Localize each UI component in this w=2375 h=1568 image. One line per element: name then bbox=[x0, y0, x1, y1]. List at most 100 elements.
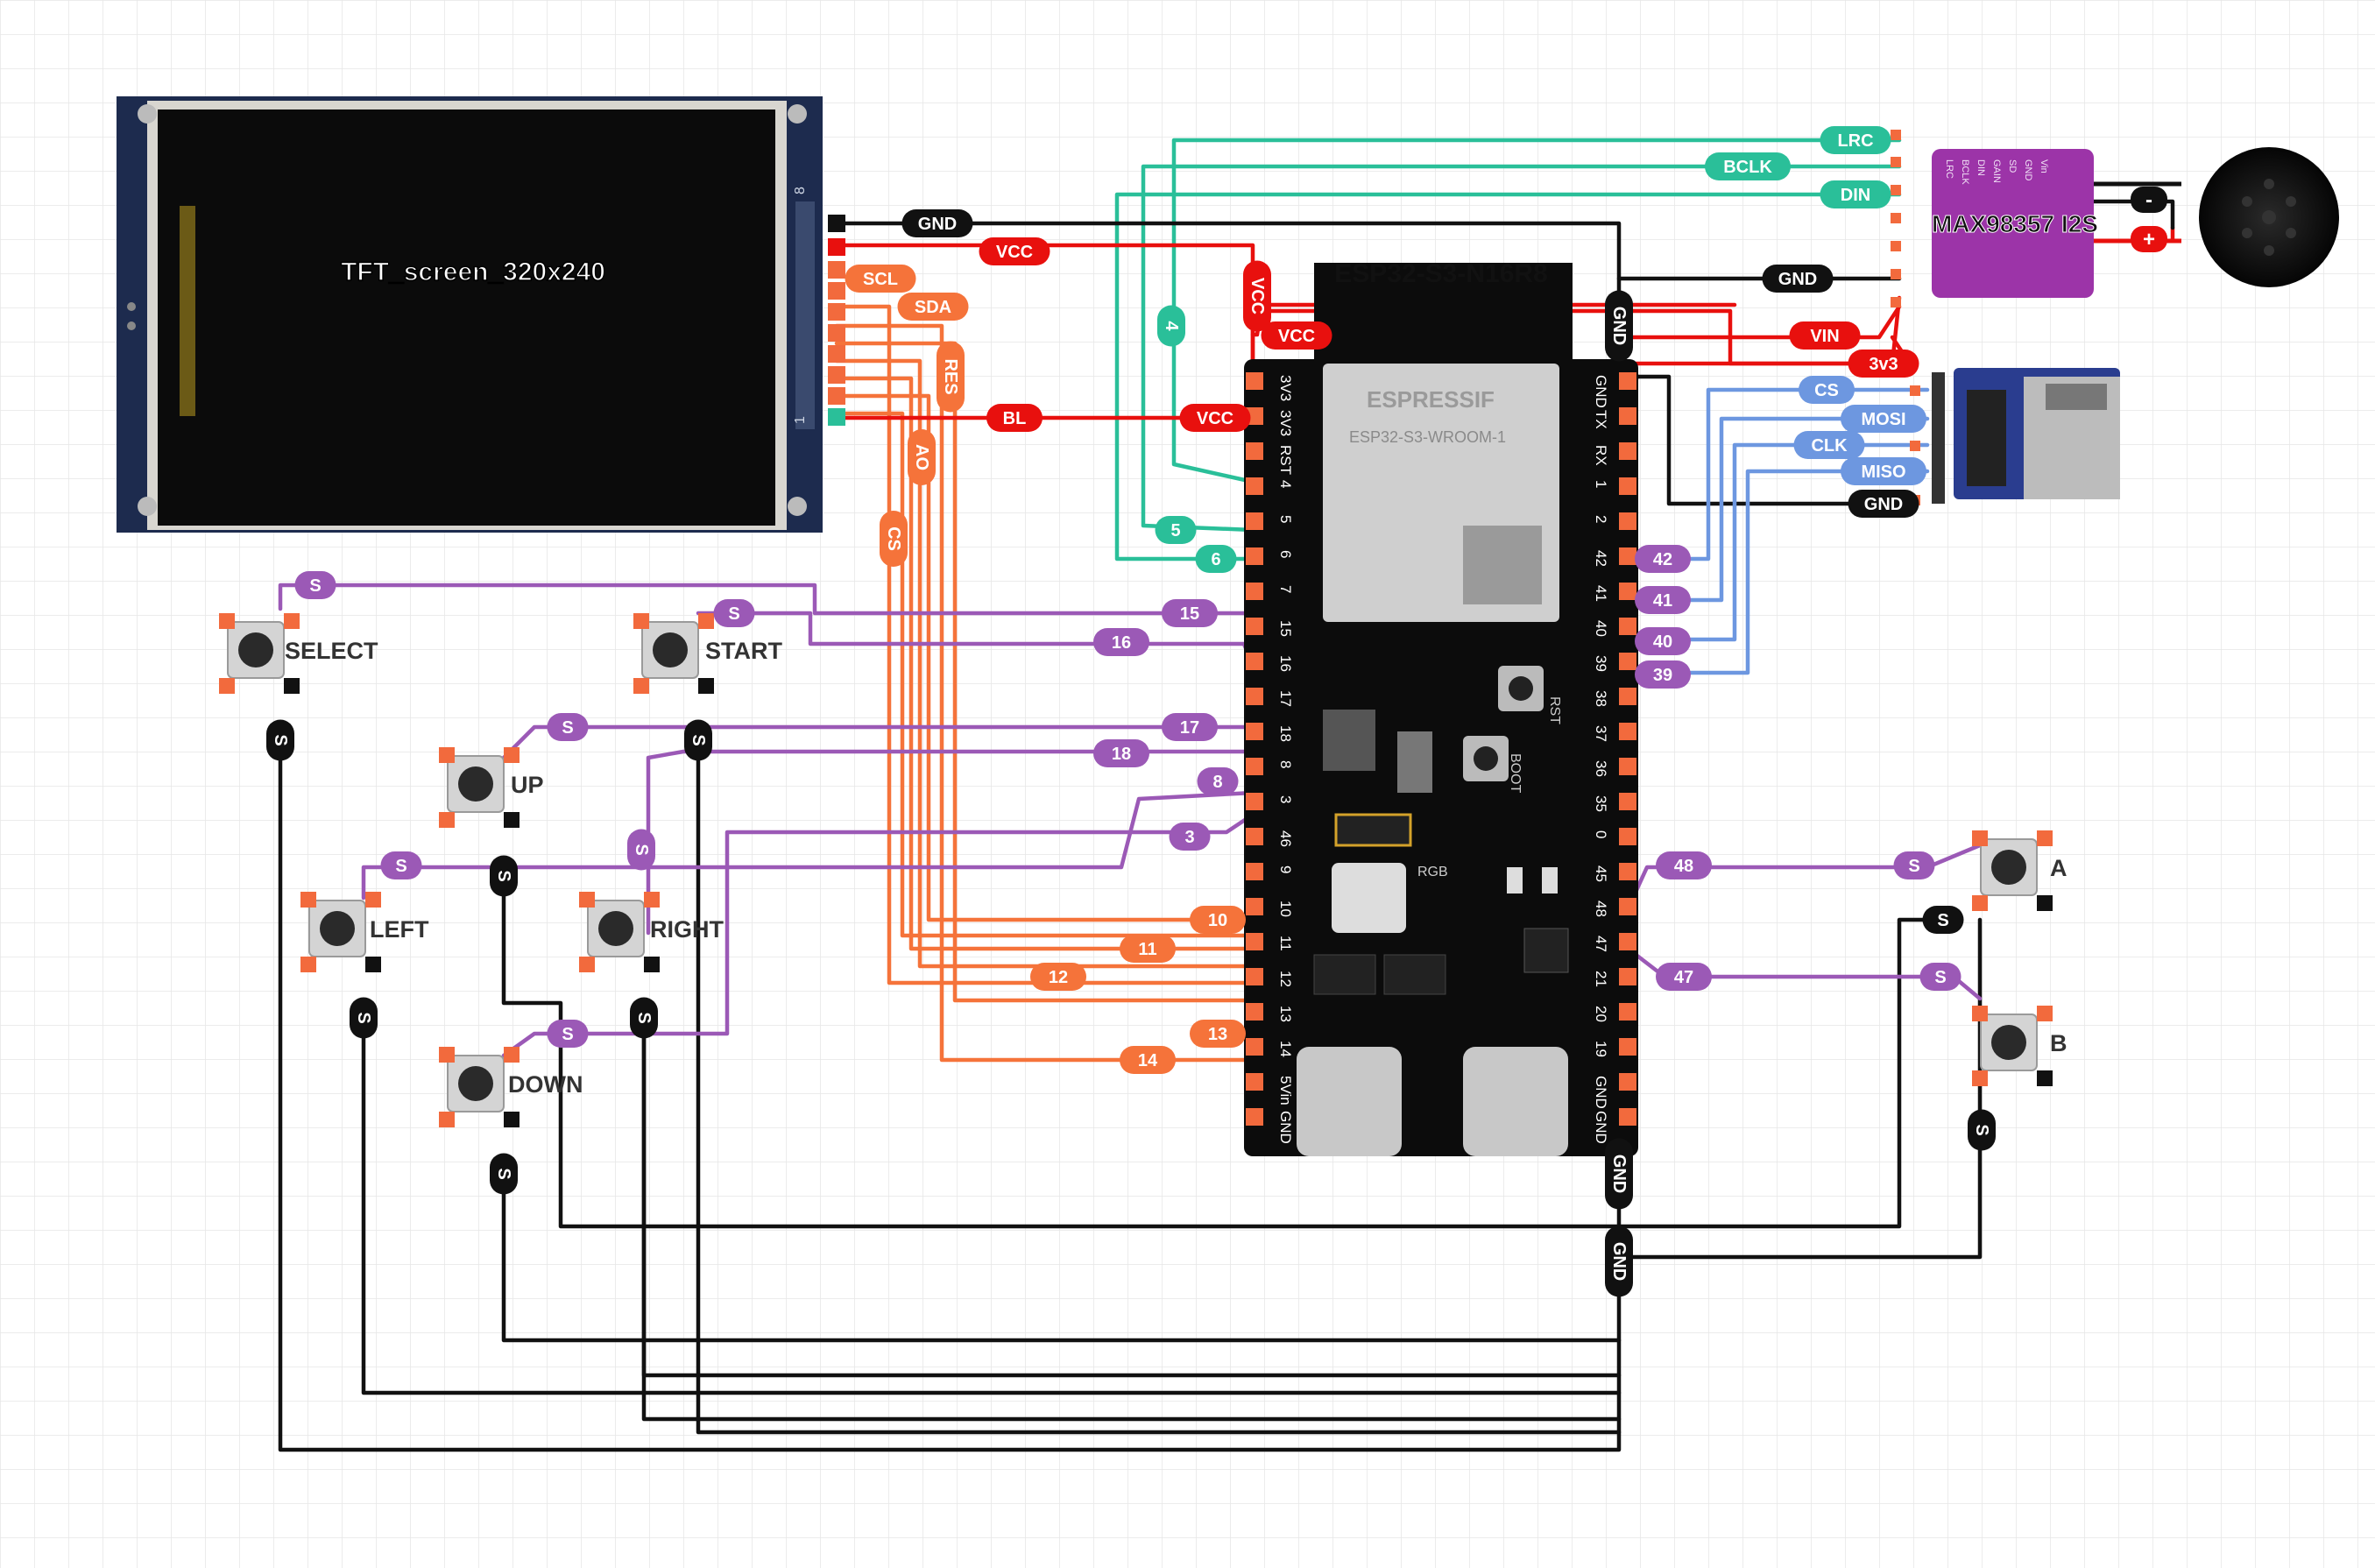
pill-s-down: S bbox=[547, 1020, 589, 1048]
button-b-cap[interactable] bbox=[1991, 1025, 2026, 1060]
esp32-left-pin bbox=[1246, 1073, 1263, 1091]
esp32-right-pin bbox=[1619, 688, 1636, 705]
pill-5: 5 bbox=[1155, 516, 1197, 544]
button-a-cap[interactable] bbox=[1991, 850, 2026, 885]
button-up-cap[interactable] bbox=[458, 766, 493, 802]
tft-screen: 8 1 TFT_screen_320x240 bbox=[117, 96, 823, 533]
esp32-left-pin-label: 46 bbox=[1277, 830, 1294, 847]
pill-s-left-gnd: S bbox=[350, 997, 378, 1039]
pill-47: 47 bbox=[1656, 963, 1712, 991]
button-start-label: START bbox=[705, 638, 782, 664]
pill-bl: BL bbox=[986, 404, 1043, 432]
svg-text:3v3: 3v3 bbox=[1869, 355, 1898, 374]
esp32-left-pin bbox=[1246, 653, 1263, 670]
button-b[interactable]: B bbox=[1972, 1006, 2068, 1086]
pill-miso: MISO bbox=[1841, 457, 1926, 485]
esp32-right-pin bbox=[1619, 758, 1636, 775]
button-down-leg bbox=[439, 1047, 455, 1063]
esp32-left-pin-label: 3 bbox=[1277, 795, 1294, 803]
esp32-right-pin-label: RX bbox=[1593, 445, 1609, 466]
esp32-right-pin bbox=[1619, 898, 1636, 915]
pill-s-right-gnd: S bbox=[630, 997, 658, 1039]
esp32-right-pin-label: 2 bbox=[1593, 515, 1609, 523]
svg-text:42: 42 bbox=[1653, 550, 1672, 569]
button-select[interactable]: SELECT bbox=[219, 613, 378, 694]
svg-text:S: S bbox=[634, 1012, 654, 1023]
esp32-left-pin-label: 6 bbox=[1277, 550, 1294, 558]
button-select-cap[interactable] bbox=[238, 632, 273, 667]
button-start[interactable]: START bbox=[633, 613, 782, 694]
button-left-leg bbox=[365, 892, 381, 908]
pill-42: 42 bbox=[1635, 545, 1691, 573]
pill-16: 16 bbox=[1093, 628, 1149, 656]
button-up[interactable]: UP bbox=[439, 747, 544, 828]
pill-39: 39 bbox=[1635, 660, 1691, 689]
pill-s-b-gnd: S bbox=[1968, 1109, 1996, 1151]
pill-scl: SCL bbox=[845, 265, 916, 293]
button-up-leg bbox=[439, 747, 455, 763]
pill-14: 14 bbox=[1120, 1046, 1176, 1074]
button-a-leg bbox=[1972, 895, 1988, 911]
svg-text:MOSI: MOSI bbox=[1861, 410, 1905, 429]
pill-gnd-amp: GND bbox=[1762, 265, 1834, 293]
esp32-left-pin bbox=[1246, 968, 1263, 985]
svg-text:DIN: DIN bbox=[1841, 186, 1870, 205]
esp32-right-pin-label: 42 bbox=[1593, 550, 1609, 567]
svg-text:S: S bbox=[689, 734, 708, 745]
esp32-right-pin-label: 37 bbox=[1593, 725, 1609, 742]
esp32-left-pin-label: 9 bbox=[1277, 865, 1294, 873]
pill-10: 10 bbox=[1190, 906, 1246, 934]
speaker-minus: - bbox=[2145, 188, 2152, 212]
pill-11: 11 bbox=[1120, 935, 1176, 963]
button-start-leg bbox=[698, 613, 714, 629]
amp-pin-label: SD bbox=[2007, 159, 2018, 173]
esp32-module-name: ESP32-S3-WROOM-1 bbox=[1349, 428, 1506, 446]
button-start-cap[interactable] bbox=[653, 632, 688, 667]
svg-text:AO: AO bbox=[912, 444, 931, 470]
svg-text:40: 40 bbox=[1653, 632, 1672, 652]
button-down[interactable]: DOWN bbox=[439, 1047, 583, 1127]
svg-text:S: S bbox=[395, 857, 406, 876]
esp32-right-pin-label: 1 bbox=[1593, 480, 1609, 488]
pill-40: 40 bbox=[1635, 627, 1691, 655]
esp32-left-pin-label: 14 bbox=[1277, 1041, 1294, 1057]
speaker: - + bbox=[2094, 147, 2339, 287]
button-left[interactable]: LEFT bbox=[300, 892, 429, 972]
esp32-right-pin-label: 48 bbox=[1593, 901, 1609, 917]
button-start-leg bbox=[698, 678, 714, 694]
button-start-leg bbox=[633, 613, 649, 629]
esp32-right-pin bbox=[1619, 442, 1636, 460]
tft-pin-8: 8 bbox=[793, 187, 808, 194]
svg-text:3: 3 bbox=[1184, 828, 1194, 847]
svg-text:GND: GND bbox=[918, 215, 957, 234]
esp32-right-pin bbox=[1619, 1038, 1636, 1056]
esp32-left-pin bbox=[1246, 583, 1263, 600]
esp32-right-pin-label: GND bbox=[1593, 1076, 1609, 1109]
button-a[interactable]: A bbox=[1972, 830, 2068, 911]
svg-text:GND: GND bbox=[1864, 495, 1903, 514]
amp-pin-label: GAIN bbox=[1991, 159, 2002, 183]
button-right[interactable]: RIGHT bbox=[579, 892, 725, 972]
button-left-leg bbox=[300, 957, 316, 972]
button-left-cap[interactable] bbox=[320, 911, 355, 946]
button-left-leg bbox=[365, 957, 381, 972]
pill-gnd-bottom2: GND bbox=[1605, 1225, 1633, 1297]
svg-text:S: S bbox=[632, 844, 651, 855]
pill-s-b: S bbox=[1919, 963, 1961, 991]
svg-text:SCL: SCL bbox=[863, 270, 898, 289]
button-right-cap[interactable] bbox=[598, 911, 633, 946]
esp32-rst-label: RST bbox=[1547, 696, 1562, 724]
tft-pin-1: 1 bbox=[793, 416, 808, 424]
button-down-leg bbox=[504, 1112, 520, 1127]
pill-din: DIN bbox=[1820, 180, 1891, 208]
esp32-left-pin bbox=[1246, 933, 1263, 950]
esp32-left-pin-label: 7 bbox=[1277, 585, 1294, 593]
pill-s-select: S bbox=[294, 571, 336, 599]
esp32-left-pin-label: 5 bbox=[1277, 515, 1294, 523]
svg-text:5: 5 bbox=[1170, 521, 1180, 540]
esp32-left-pin bbox=[1246, 442, 1263, 460]
pill-s-a: S bbox=[1893, 851, 1935, 879]
button-down-cap[interactable] bbox=[458, 1066, 493, 1101]
